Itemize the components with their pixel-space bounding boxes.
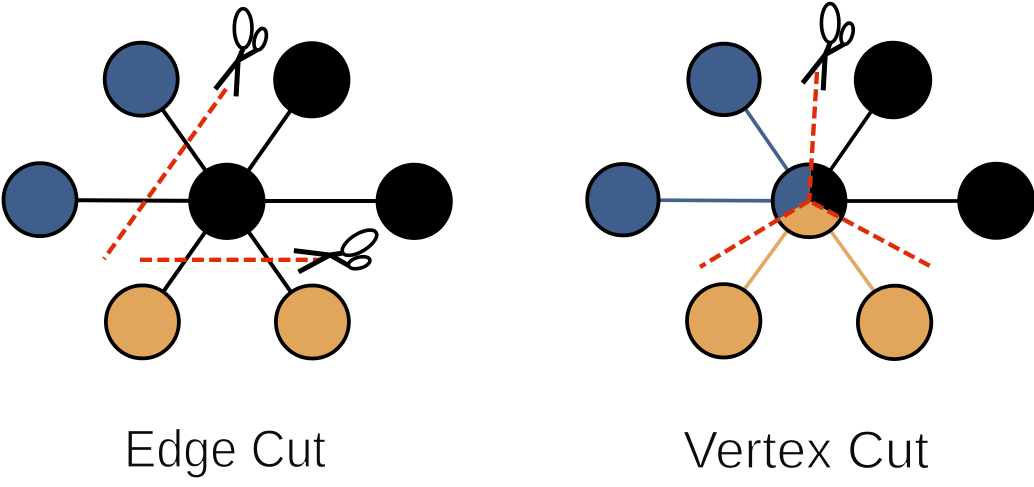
svg-text:Edge Cut: Edge Cut [124,420,326,479]
svg-text:Vertex Cut: Vertex Cut [683,421,929,480]
